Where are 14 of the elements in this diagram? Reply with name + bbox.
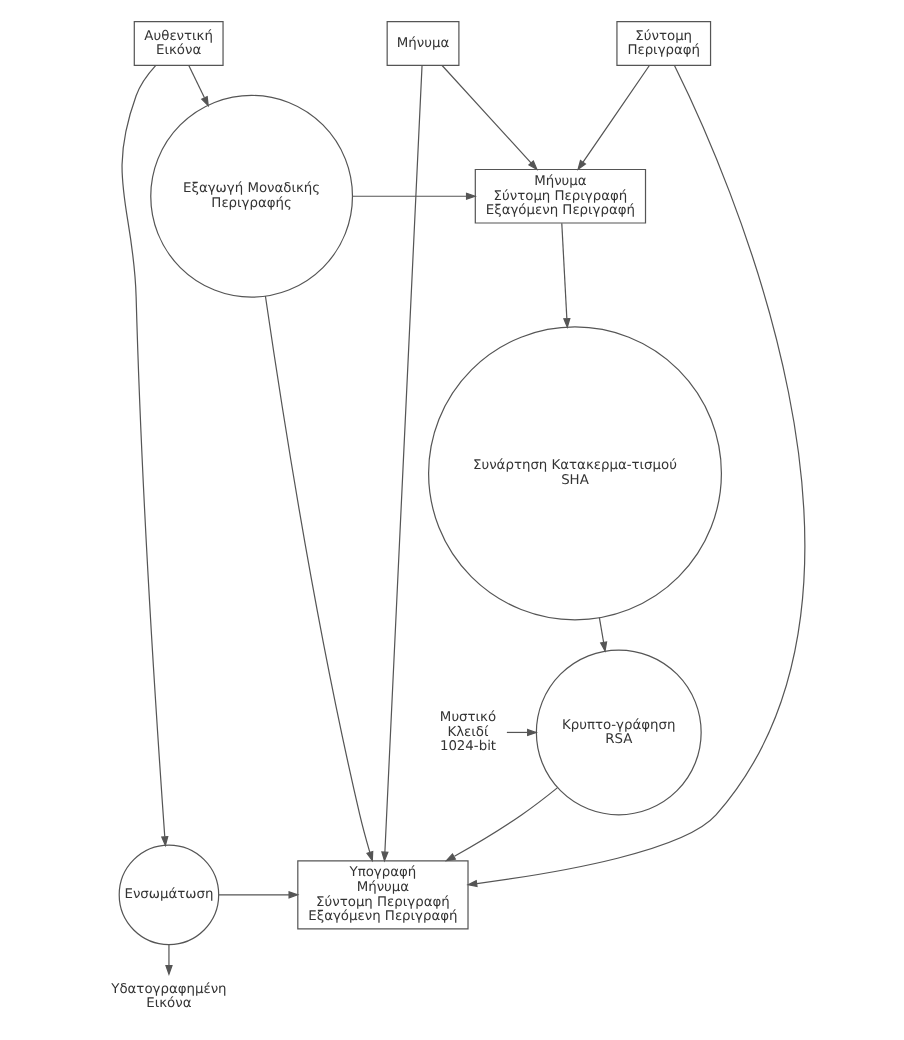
arrow: [350, 192, 476, 201]
arrow: [217, 891, 299, 899]
arrow: [440, 64, 538, 171]
arrow: [380, 65, 422, 863]
arrow: [263, 295, 373, 863]
arrow: [443, 787, 557, 862]
arrow: [505, 728, 537, 737]
arrow: [465, 64, 805, 888]
arrow: [560, 222, 570, 330]
arrow: [187, 64, 208, 108]
arrow: [597, 616, 607, 653]
arrow: [164, 943, 172, 977]
arrow: [120, 64, 168, 848]
arrow: [576, 64, 649, 171]
